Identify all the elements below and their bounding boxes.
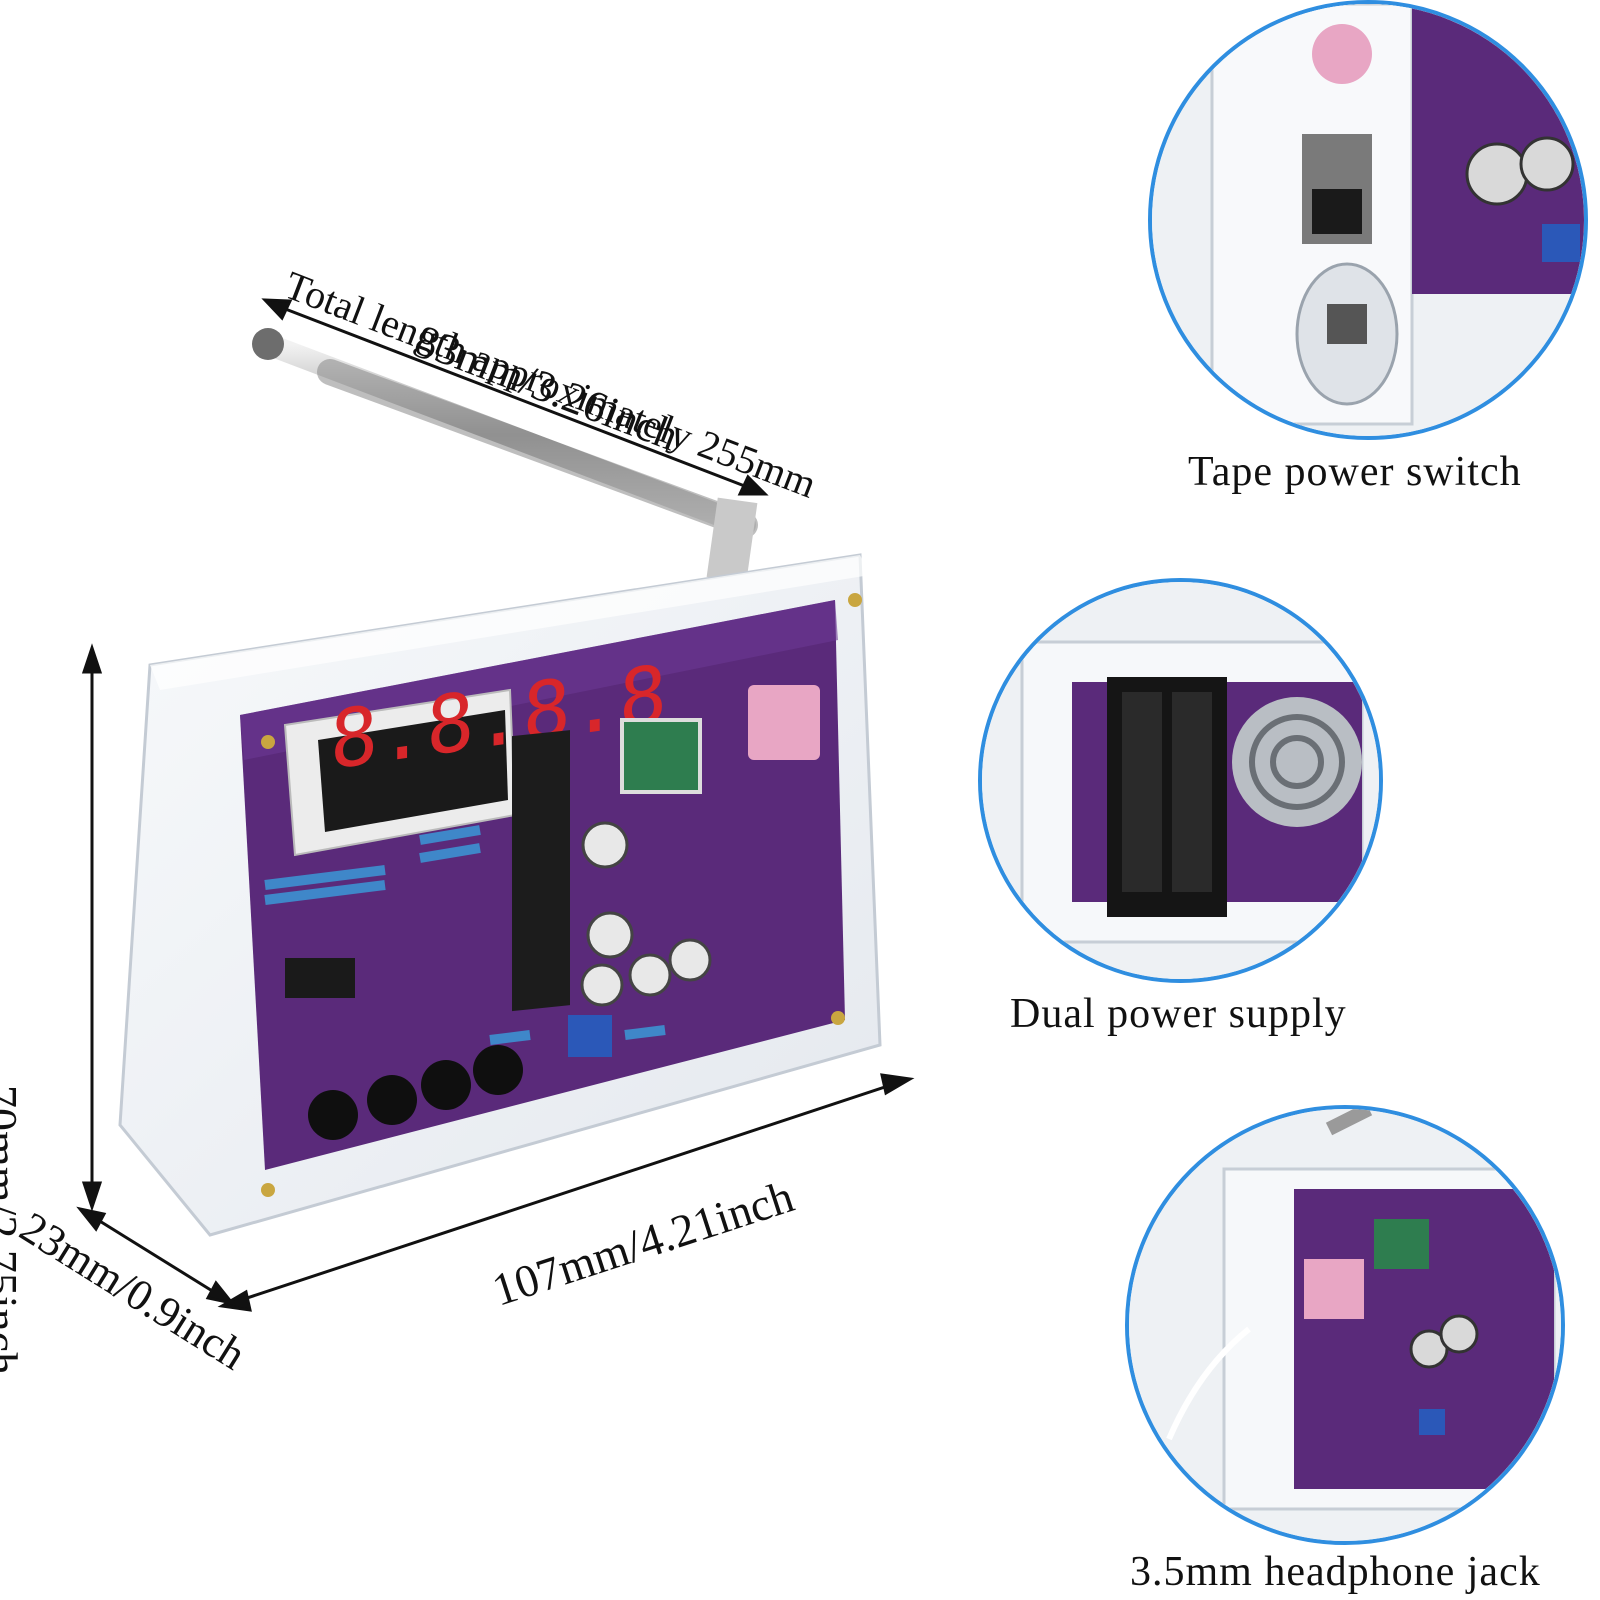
- headphone-jack-photo: [1129, 1109, 1561, 1541]
- dual-power-caption: Dual power supply: [1010, 991, 1347, 1037]
- case-screws: [261, 593, 862, 1197]
- dimension-arrows: [76, 298, 915, 1312]
- capacitors: [580, 821, 712, 1007]
- headphone-jack: [748, 685, 820, 760]
- fm-module: [620, 718, 702, 794]
- resistor-array: [264, 825, 666, 1045]
- detail-headphone-jack: [1125, 1105, 1565, 1545]
- dual-power-photo: [982, 582, 1379, 979]
- mcu-chip: [512, 730, 570, 1012]
- antenna: [252, 328, 758, 583]
- power-switch-caption: Tape power switch: [1188, 449, 1522, 495]
- detail-power-switch: [1148, 0, 1588, 440]
- push-buttons: [308, 1045, 523, 1140]
- detail-dual-power: [978, 578, 1383, 983]
- potentiometer: [568, 1015, 612, 1057]
- logic-ic: [285, 958, 355, 998]
- power-switch-photo: [1152, 4, 1584, 436]
- headphone-jack-caption: 3.5mm headphone jack: [1130, 1549, 1541, 1595]
